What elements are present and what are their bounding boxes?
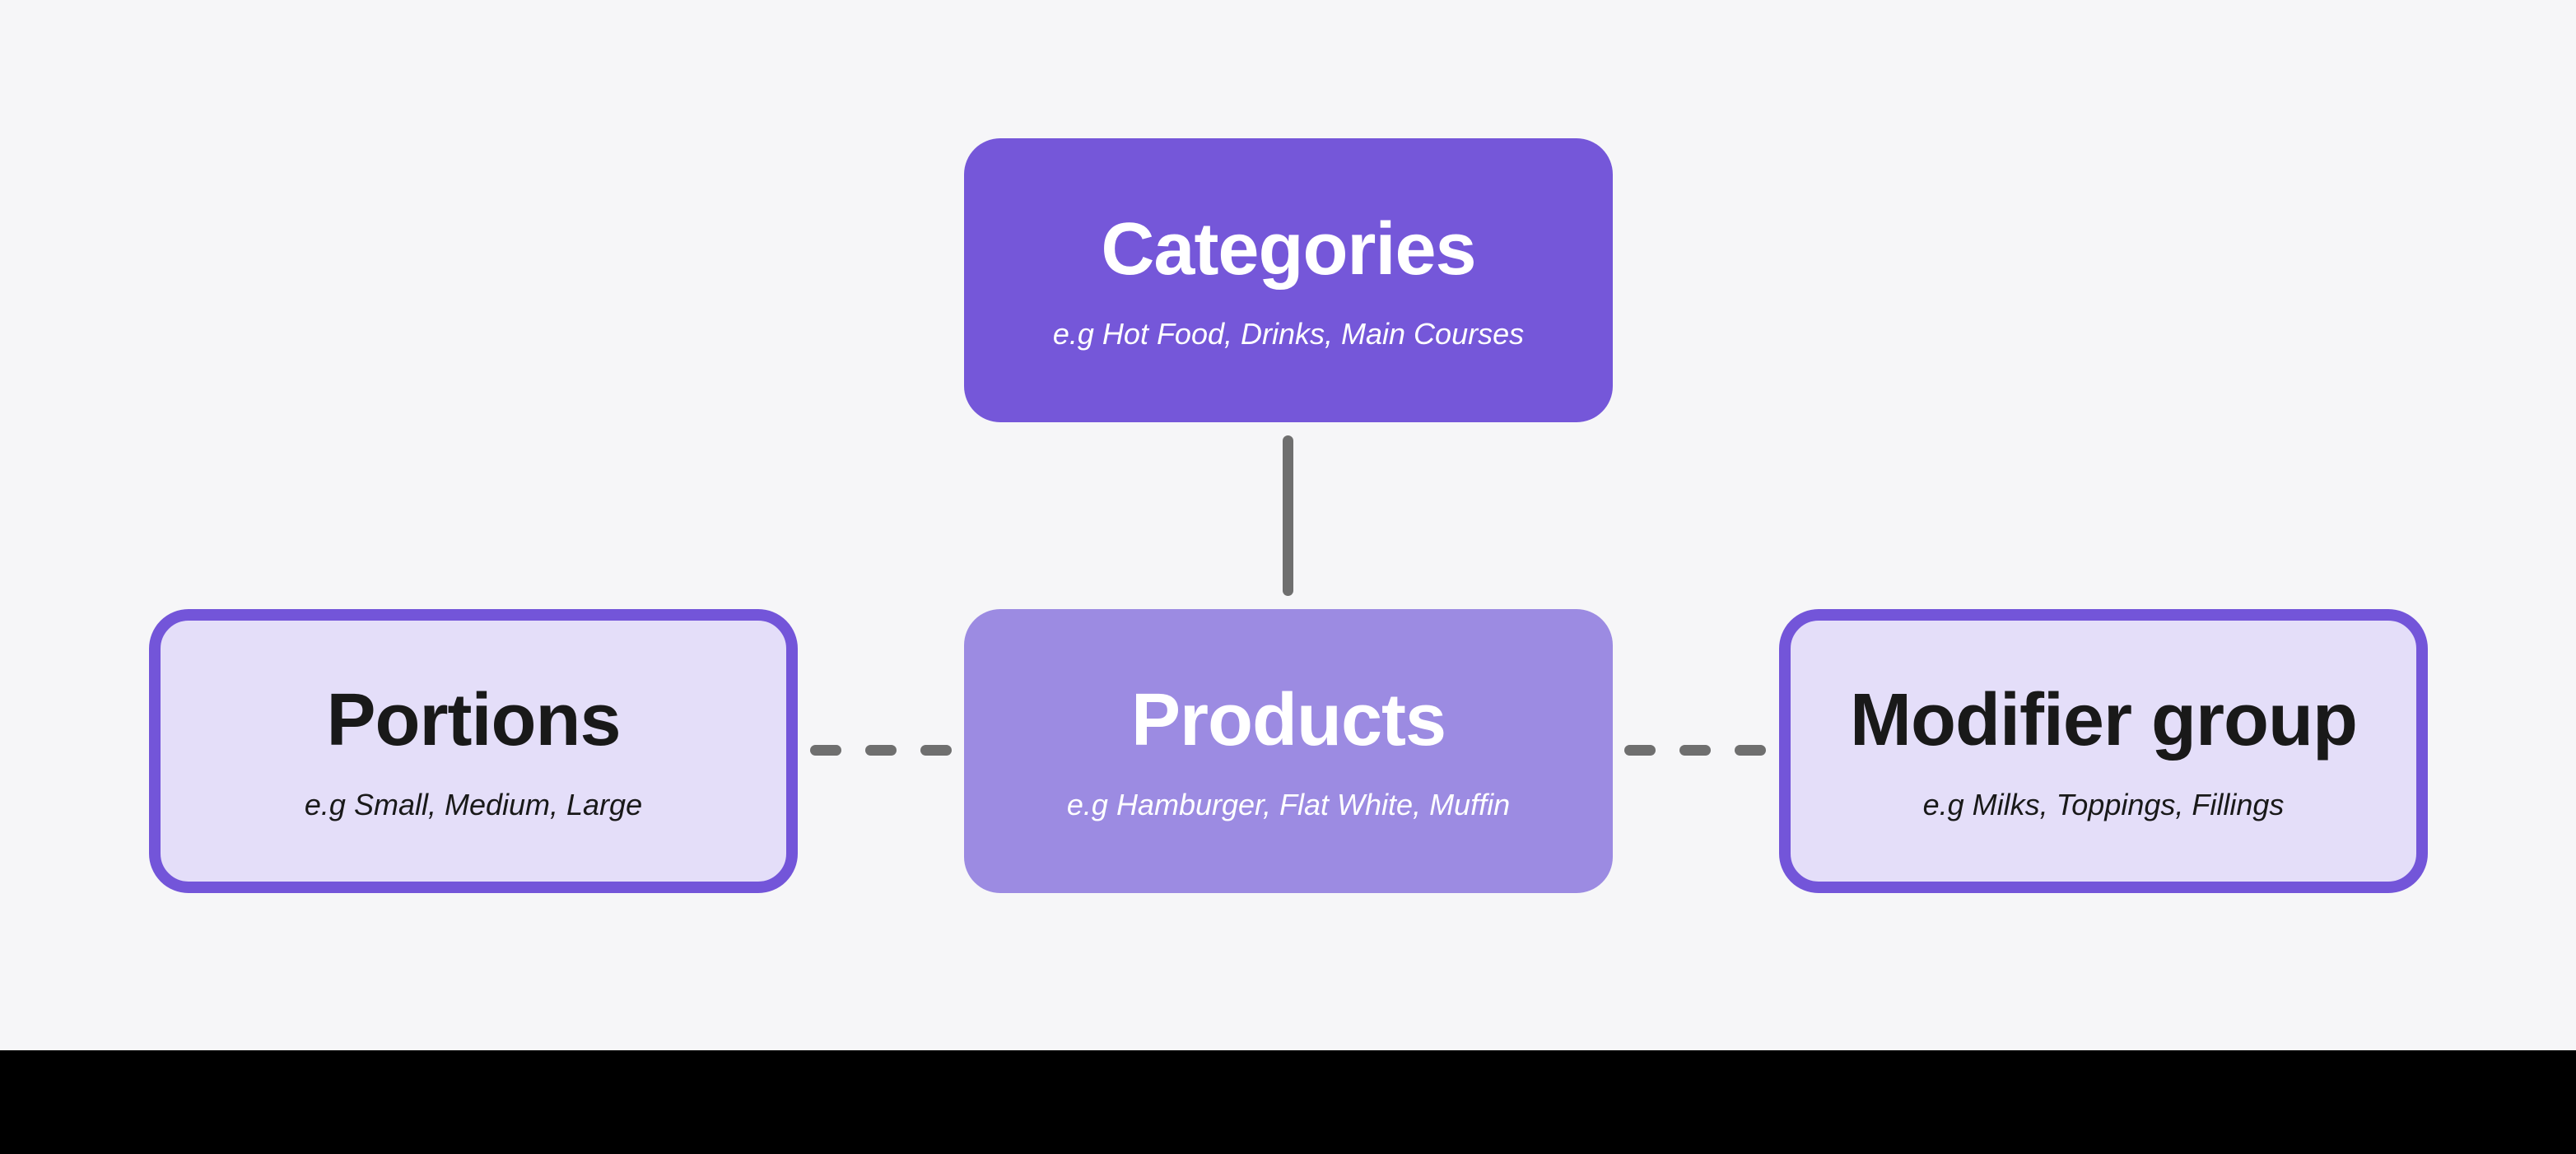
products-title: Products: [1130, 678, 1446, 761]
dash: [865, 745, 897, 756]
categories-products-connector: [1283, 435, 1293, 596]
categories-subtitle: e.g Hot Food, Drinks, Main Courses: [1052, 316, 1525, 351]
portions-products-connector: [810, 745, 952, 756]
modifier-group-node: Modifier group e.g Milks, Toppings, Fill…: [1779, 609, 2428, 893]
categories-title: Categories: [1101, 207, 1476, 291]
dash: [920, 745, 952, 756]
modifier-group-subtitle: e.g Milks, Toppings, Fillings: [1922, 787, 2285, 821]
products-node: Products e.g Hamburger, Flat White, Muff…: [964, 609, 1613, 893]
footer-bar: [0, 1050, 2576, 1154]
dash: [1679, 745, 1711, 756]
portions-title: Portions: [326, 678, 621, 761]
dash: [1624, 745, 1656, 756]
portions-subtitle: e.g Small, Medium, Large: [304, 787, 643, 821]
categories-node: Categories e.g Hot Food, Drinks, Main Co…: [964, 138, 1613, 422]
dash: [810, 745, 841, 756]
modifier-group-title: Modifier group: [1850, 678, 2358, 761]
products-modifier-group-connector: [1624, 745, 1766, 756]
portions-node: Portions e.g Small, Medium, Large: [149, 609, 798, 893]
products-subtitle: e.g Hamburger, Flat White, Muffin: [1066, 787, 1511, 821]
dash: [1735, 745, 1766, 756]
